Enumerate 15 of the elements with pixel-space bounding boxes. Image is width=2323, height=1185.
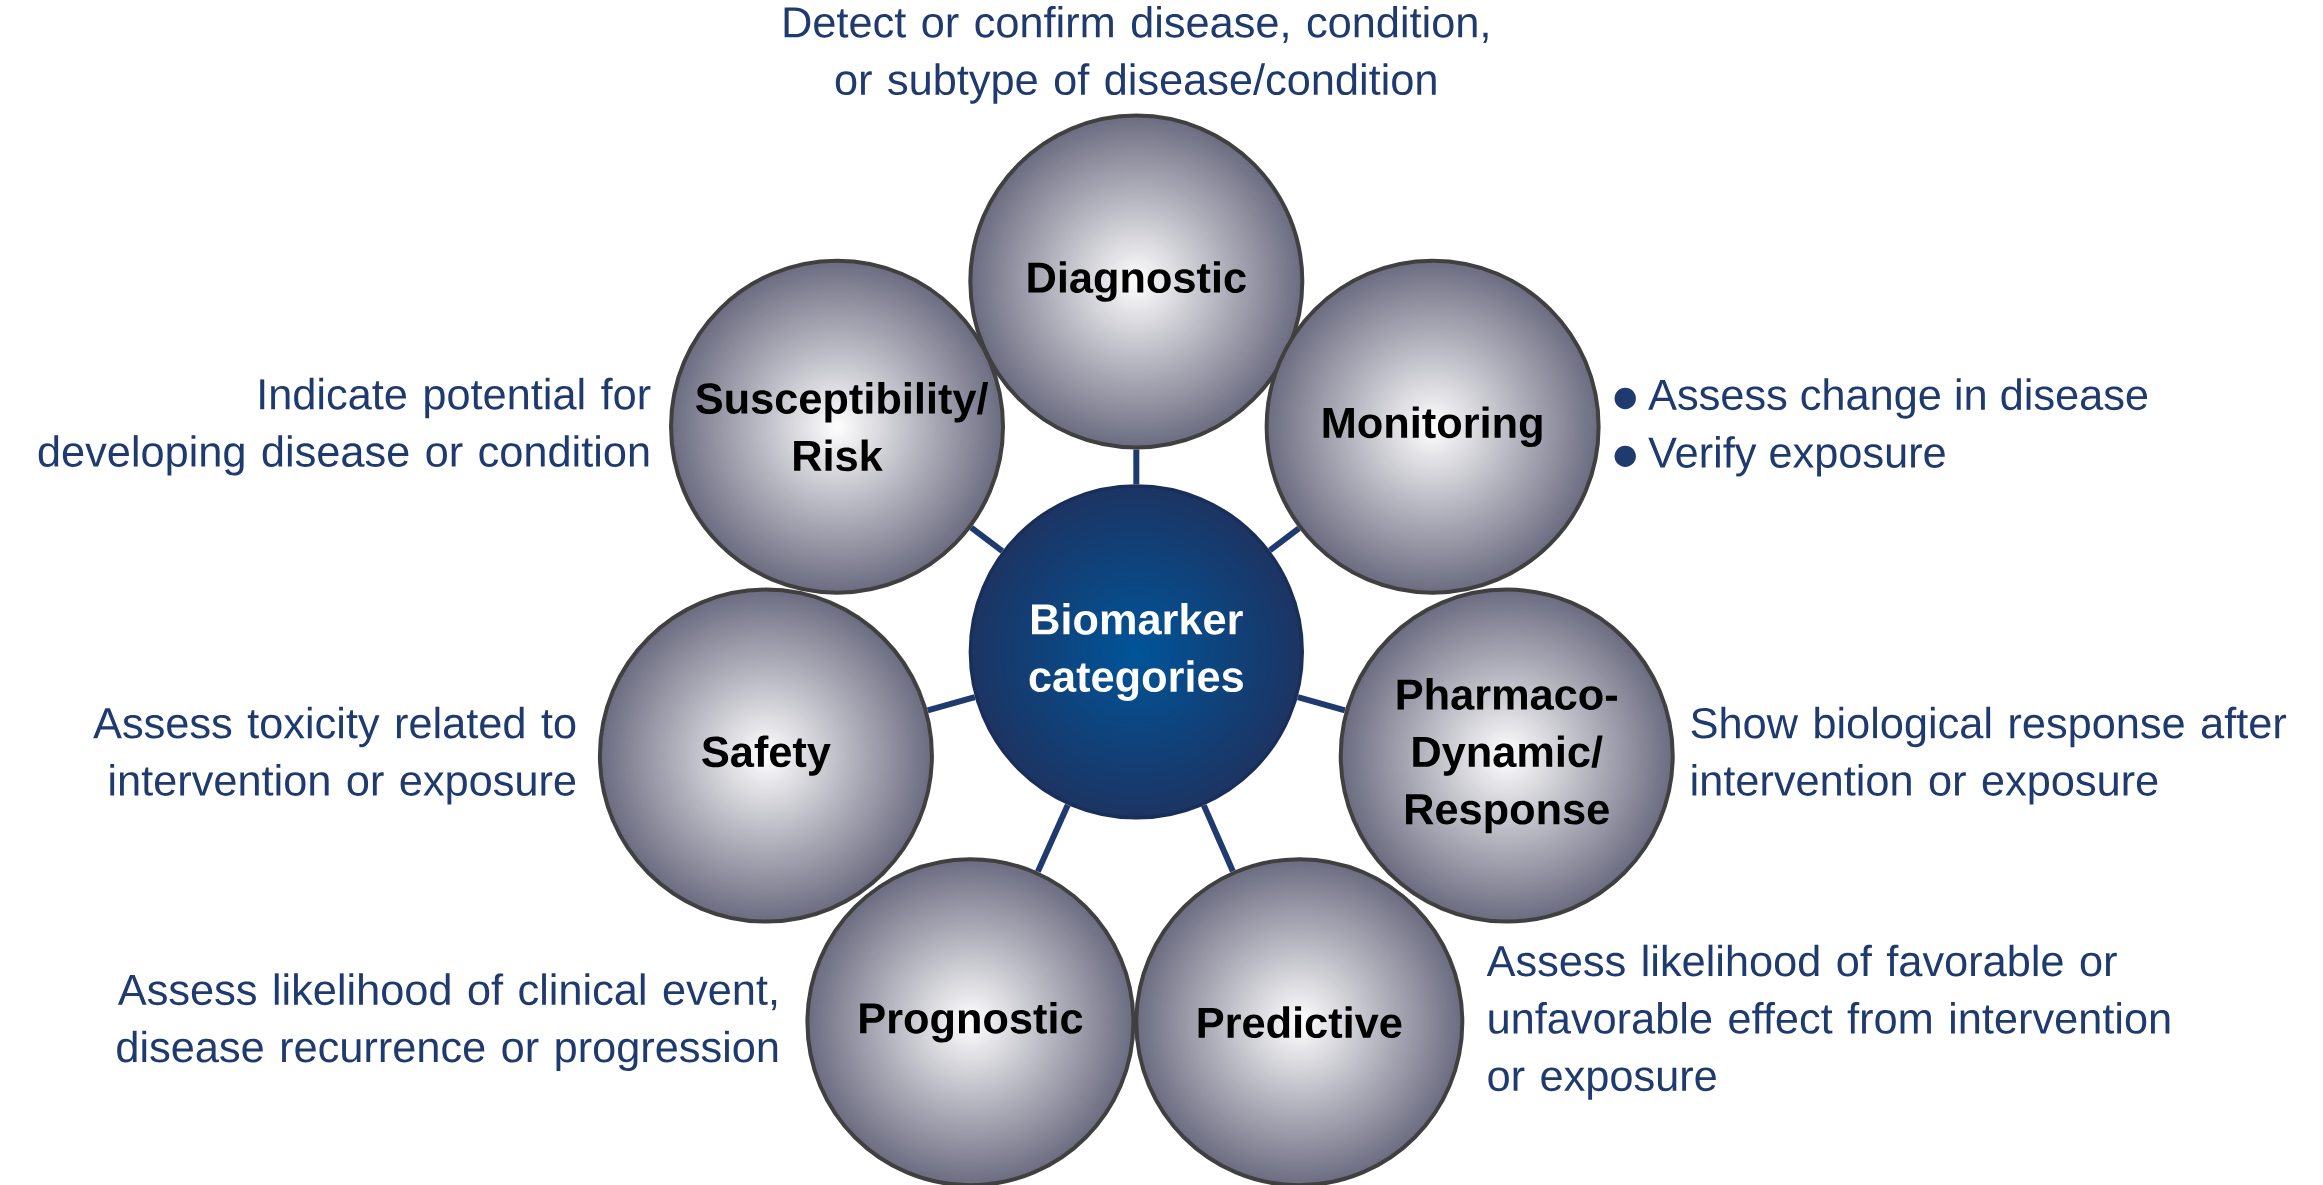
connector-line <box>1035 803 1071 873</box>
connector-line <box>1268 525 1301 553</box>
connector-line <box>926 694 976 714</box>
description-text: Assess likelihood of favorable or unfavorable effect from intervention or exposure <box>1486 944 2170 1100</box>
description-text: Detect or confirm disease, condition, or subtype of disease/condition <box>784 5 1488 104</box>
description-text: Show biological response after intervention or exposure <box>1691 706 2287 805</box>
bullet-item: Verify exposure <box>1648 436 1945 477</box>
connector-line <box>969 525 1005 554</box>
connector-line <box>1133 449 1140 485</box>
connector-line <box>1201 804 1236 873</box>
description-text: Assess toxicity related to intervention or exposure <box>93 706 576 805</box>
connector-line <box>1296 694 1346 714</box>
bullet-item: Assess change in disease <box>1648 378 2148 419</box>
description-text: Indicate potential for developing disease or condition <box>38 377 651 476</box>
description-text: Assess likelihood of clinical event, disease recurrence or progression <box>117 973 778 1072</box>
